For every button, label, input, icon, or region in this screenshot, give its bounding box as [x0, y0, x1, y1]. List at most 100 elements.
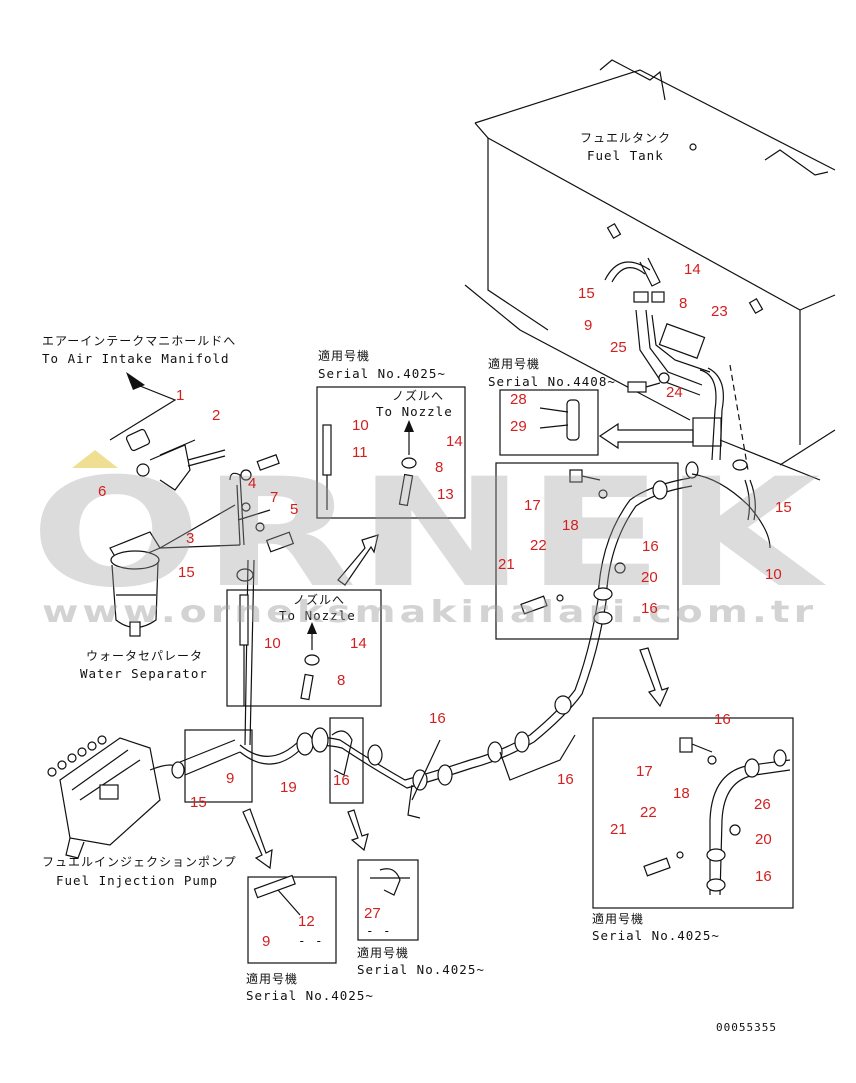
callout: 17: [636, 763, 653, 780]
callout: 25: [610, 339, 627, 356]
callout: 11: [352, 444, 368, 461]
serial-1-jp: 適用号機: [318, 348, 370, 363]
injection-pump-label-en: Fuel Injection Pump: [56, 873, 218, 888]
callout: 15: [775, 499, 792, 516]
detail-1-arrow-icon: [337, 534, 379, 586]
detail-12-parts: [253, 874, 301, 916]
leader-16a: [411, 739, 441, 801]
tank-cap: [689, 143, 697, 151]
detail-9-arrow-icon: [242, 808, 273, 870]
detail-4408-parts: [539, 399, 580, 441]
callout: 19: [280, 779, 297, 796]
fuel-injection-pump: [47, 735, 241, 859]
callout: 2: [212, 407, 220, 424]
dash-1: - -: [298, 933, 324, 948]
callout: 10: [264, 635, 281, 652]
watermark-url: www.orneksmakinalari.com.tr: [42, 595, 817, 630]
callout-numbers: 1 2 3 4 5 6 7 15 10 11 14 8 13 10 14 8 9…: [98, 261, 792, 950]
detail-box-16-small: [329, 717, 364, 804]
nozzle-2-jp: ノズルへ: [293, 592, 345, 607]
callout: 12: [298, 913, 315, 930]
callout: 1: [176, 387, 184, 404]
callout: 23: [711, 303, 728, 320]
callout: 15: [578, 285, 595, 302]
detail-box-serial-4408: [499, 389, 599, 456]
callout: 22: [640, 804, 657, 821]
callout: 22: [530, 537, 547, 554]
fuel-tank: [464, 59, 836, 481]
callout: 28: [510, 391, 527, 408]
callout: 17: [524, 497, 541, 514]
callout: 20: [755, 831, 772, 848]
detail-box-nozzle-b: [226, 589, 382, 707]
callout: 14: [446, 433, 463, 450]
callout: 29: [510, 418, 527, 435]
callout: 8: [337, 672, 345, 689]
callout: 3: [186, 530, 194, 547]
watermark-logo-accent: [72, 450, 118, 468]
air-intake-label-en: To Air Intake Manifold: [42, 351, 230, 366]
injector-outlets: [47, 735, 107, 777]
callout: 16: [714, 711, 731, 728]
detail-box-27: [357, 859, 419, 941]
callout: 18: [673, 785, 690, 802]
callout: 16: [557, 771, 574, 788]
detail-box-right-middle: [495, 462, 679, 640]
detail-27-parts: [370, 868, 410, 896]
water-separator-label-en: Water Separator: [80, 666, 208, 681]
left-bracket-assembly: [125, 428, 295, 582]
callout: 16: [429, 710, 446, 727]
callout: 24: [666, 384, 683, 401]
nozzle-1-en: To Nozzle: [376, 404, 453, 419]
water-separator: [109, 504, 241, 637]
detail-1-parts: [322, 420, 417, 510]
serial-3-en: Serial No.4025~: [246, 988, 374, 1003]
callout: 16: [755, 868, 772, 885]
serial-3-jp: 適用号機: [246, 971, 298, 986]
callout: 4: [248, 475, 256, 492]
nozzle-2-en: To Nozzle: [279, 608, 356, 623]
leader-16b: [499, 734, 576, 781]
callout: 18: [562, 517, 579, 534]
callout: 6: [98, 483, 106, 500]
serial-4-en: Serial No.4025~: [357, 962, 485, 977]
callout: 16: [642, 538, 659, 555]
serial-2-en: Serial No.4408~: [488, 374, 616, 389]
document-code: 00055355: [716, 1021, 777, 1034]
callout: 16: [641, 600, 658, 617]
serial-2-jp: 適用号機: [488, 356, 540, 371]
callout: 10: [765, 566, 782, 583]
serial-5-jp: 適用号機: [592, 911, 644, 926]
callout: 16: [333, 772, 350, 789]
detail-right-arrow-icon: [639, 647, 670, 708]
tank-fittings: [604, 257, 749, 471]
callout: 5: [290, 501, 298, 518]
fuel-tank-label-jp: フュエルタンク: [580, 131, 671, 145]
detail-box-right-bottom: [592, 717, 794, 909]
fuel-tank-label-en: Fuel Tank: [587, 148, 664, 163]
callout: 8: [435, 459, 443, 476]
water-separator-label-jp: ウォータセパレータ: [86, 649, 203, 663]
callout: 21: [610, 821, 627, 838]
detail-box-serial-4025-a: [316, 386, 466, 519]
callout: 7: [270, 489, 278, 506]
callout: 14: [684, 261, 701, 278]
callout: 21: [498, 556, 515, 573]
callout: 8: [679, 295, 687, 312]
callout: 27: [364, 905, 381, 922]
injection-pump-label-jp: フュエルインジェクションポンプ: [42, 855, 237, 869]
callout: 15: [178, 564, 195, 581]
serial-5-en: Serial No.4025~: [592, 928, 720, 943]
callout: 9: [584, 317, 592, 334]
watermark-brand: ORNEK: [30, 447, 826, 621]
detail-4408-source-box: [692, 417, 722, 447]
callout: 13: [437, 486, 454, 503]
detail-right-middle-parts: [520, 469, 626, 615]
air-intake-line: [109, 381, 177, 441]
callout: 15: [190, 794, 207, 811]
serial-1-en: Serial No.4025~: [318, 366, 446, 381]
callout: 14: [350, 635, 367, 652]
callout: 9: [262, 933, 270, 950]
callout: 9: [226, 770, 234, 787]
detail-box-9: [184, 729, 253, 803]
